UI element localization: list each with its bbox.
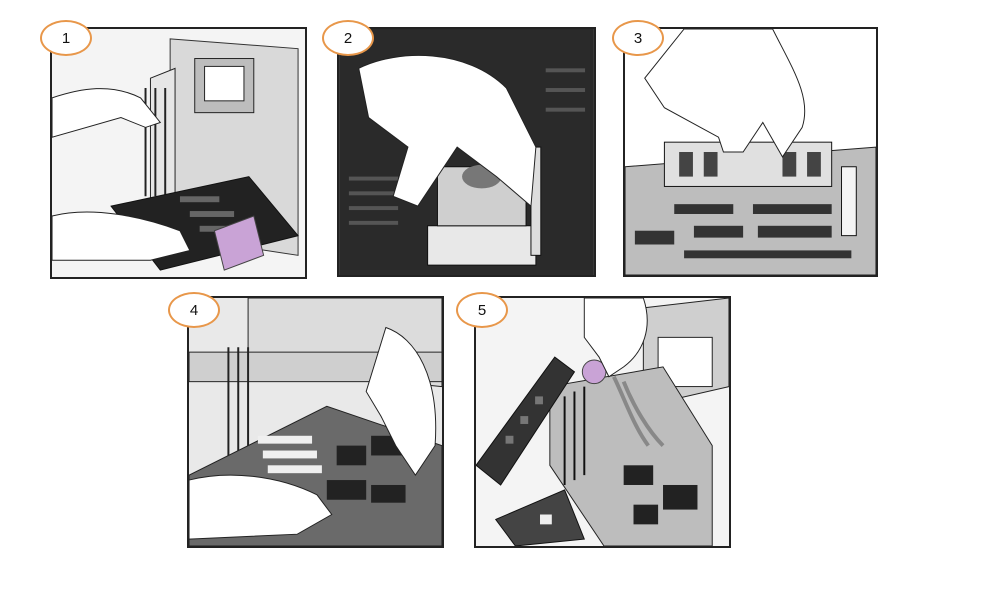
step-3-illustration	[625, 29, 876, 275]
step-5-panel	[474, 296, 731, 548]
step-4-panel	[187, 296, 444, 548]
step-2-panel	[337, 27, 596, 277]
step-5-badge: 5	[456, 292, 508, 328]
step-3-panel	[623, 27, 878, 277]
step-5-illustration	[476, 298, 729, 546]
step-1-panel	[50, 27, 307, 279]
step-4-illustration	[189, 298, 442, 546]
step-3-badge: 3	[612, 20, 664, 56]
step-2-badge: 2	[322, 20, 374, 56]
step-1-badge: 1	[40, 20, 92, 56]
step-1-illustration	[52, 29, 305, 277]
step-4-badge: 4	[168, 292, 220, 328]
step-2-illustration	[339, 29, 594, 275]
